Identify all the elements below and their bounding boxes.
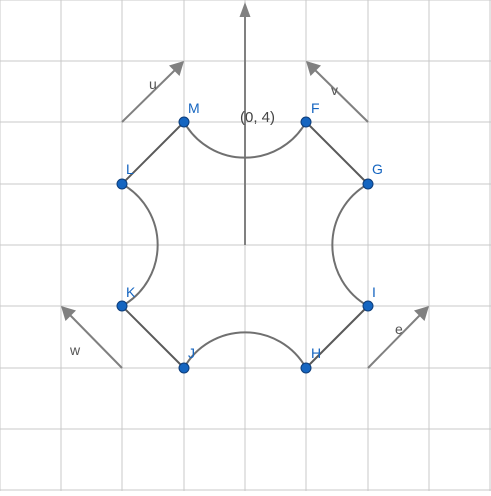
- center-vector: [239, 2, 251, 245]
- straight-segments: [121, 121, 369, 369]
- vector-w: [61, 306, 123, 369]
- point-label-I: I: [372, 284, 376, 300]
- vector-label-w: w: [69, 342, 81, 358]
- vector-v: [306, 61, 369, 123]
- segment-LM: [121, 121, 185, 185]
- arc-MF: [183, 121, 307, 159]
- points: [116, 116, 374, 374]
- point-label-J: J: [188, 345, 195, 361]
- point-label-H: H: [311, 345, 321, 361]
- segment-IH: [305, 305, 369, 369]
- vector-label-v: v: [331, 82, 338, 98]
- point-H[interactable]: [300, 362, 312, 374]
- point-G[interactable]: [362, 178, 374, 190]
- point-J[interactable]: [178, 362, 190, 374]
- arcs: [121, 121, 369, 369]
- coordinate-label: (0, 4): [240, 109, 275, 126]
- vector-e: [367, 306, 429, 369]
- arc-HJ: [183, 331, 307, 369]
- point-label-F: F: [311, 100, 320, 116]
- point-K[interactable]: [116, 300, 128, 312]
- point-label-L: L: [126, 161, 134, 177]
- vector-label-e: e: [395, 321, 403, 337]
- vector-u: [121, 61, 184, 123]
- point-L[interactable]: [116, 178, 128, 190]
- point-F[interactable]: [300, 116, 312, 128]
- point-label-M: M: [188, 100, 200, 116]
- segment-JK: [121, 305, 185, 369]
- point-label-G: G: [372, 161, 383, 177]
- arc-KL: [121, 183, 159, 307]
- point-I[interactable]: [362, 300, 374, 312]
- vector-label-u: u: [149, 76, 157, 92]
- arc-GI: [331, 183, 369, 307]
- segment-FG: [305, 121, 369, 185]
- point-M[interactable]: [178, 116, 190, 128]
- point-label-K: K: [126, 284, 136, 300]
